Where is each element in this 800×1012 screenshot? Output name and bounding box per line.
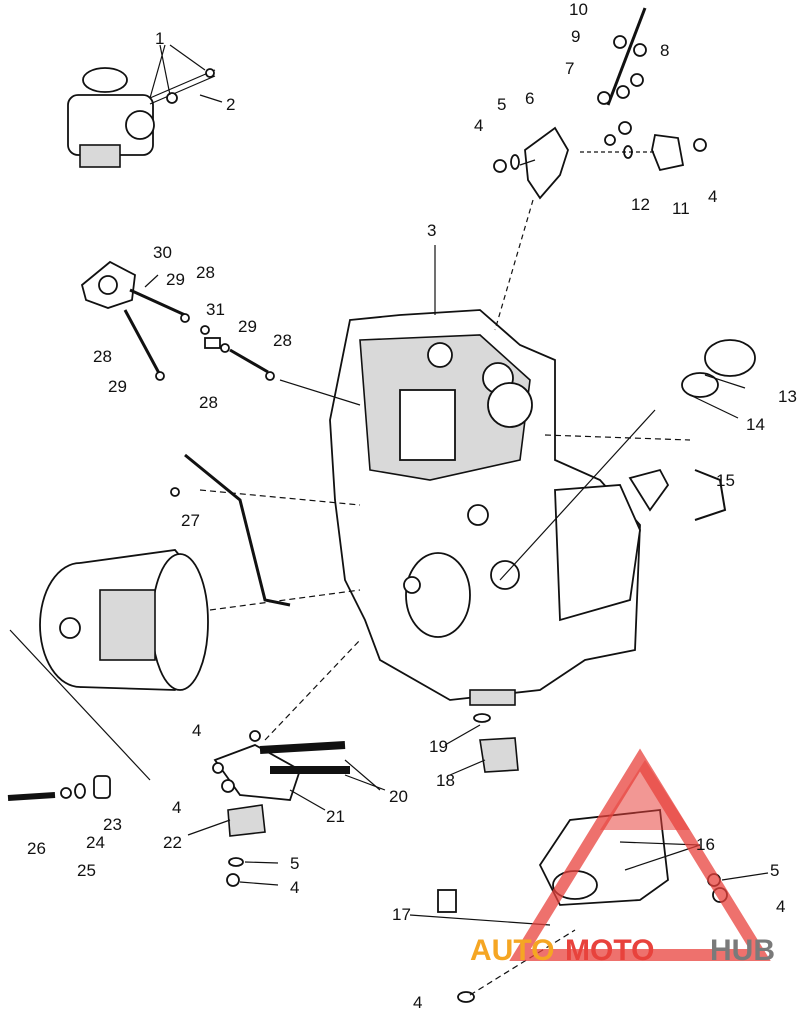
label-29: 29 [166,270,185,289]
label-13: 13 [778,387,797,406]
label-24: 24 [86,833,105,852]
label-19: 19 [429,737,448,756]
label-4: 4 [192,721,201,740]
drive-clutch [39,549,209,691]
label-22: 22 [163,833,182,852]
label-4: 4 [776,897,785,916]
label-11: 11 [672,199,690,218]
label-9: 9 [571,27,580,46]
label-27: 27 [181,511,200,530]
watermark-text-auto: AUTO [470,934,554,967]
label-3: 3 [427,221,436,240]
label-14: 14 [746,415,765,434]
label-31: 31 [206,300,225,319]
label-21: 21 [326,807,345,826]
label-5: 5 [770,861,779,880]
label-15: 15 [716,471,735,490]
label-8: 8 [660,41,669,60]
label-29: 29 [238,317,257,336]
tube-27 [170,453,291,607]
oil-pump-assembly [80,260,275,381]
label-1: 1 [155,29,164,48]
callout-labels: 1 2 3 4 4 4 4 4 4 4 5 5 5 6 7 8 9 10 11 … [27,0,797,1012]
label-4: 4 [708,187,717,206]
label-28: 28 [196,263,215,282]
label-28: 28 [199,393,218,412]
label-12: 12 [631,195,650,214]
watermark-triangle-outer [509,748,771,961]
label-30: 30 [153,243,172,262]
mount-bracket-left [7,730,350,887]
label-6: 6 [525,89,534,108]
label-16: 16 [696,835,715,854]
cable-bracket-assembly [493,7,707,200]
label-26: 26 [27,839,46,858]
label-10: 10 [569,0,588,19]
label-17: 17 [392,905,411,924]
leader-lines [9,44,769,996]
label-29: 29 [108,377,127,396]
label-5: 5 [290,854,299,873]
label-4: 4 [290,878,299,897]
label-18: 18 [436,771,455,790]
label-25: 25 [77,861,96,880]
intake-boots [681,339,756,521]
label-28: 28 [93,347,112,366]
label-2: 2 [226,95,235,114]
label-4: 4 [172,798,181,817]
engine-assembly [329,309,670,701]
label-5: 5 [497,95,506,114]
label-7: 7 [565,59,574,78]
label-20: 20 [389,787,408,806]
label-4: 4 [474,116,483,135]
watermark-triangle-inner [600,760,690,830]
watermark-text-moto: MOTO [565,934,654,967]
carburetor [67,67,216,168]
watermark-text-hub: HUB [710,934,775,967]
label-4: 4 [413,993,422,1012]
watermark: AUTO MOTO HUB [470,748,775,967]
label-28: 28 [273,331,292,350]
label-23: 23 [103,815,122,834]
